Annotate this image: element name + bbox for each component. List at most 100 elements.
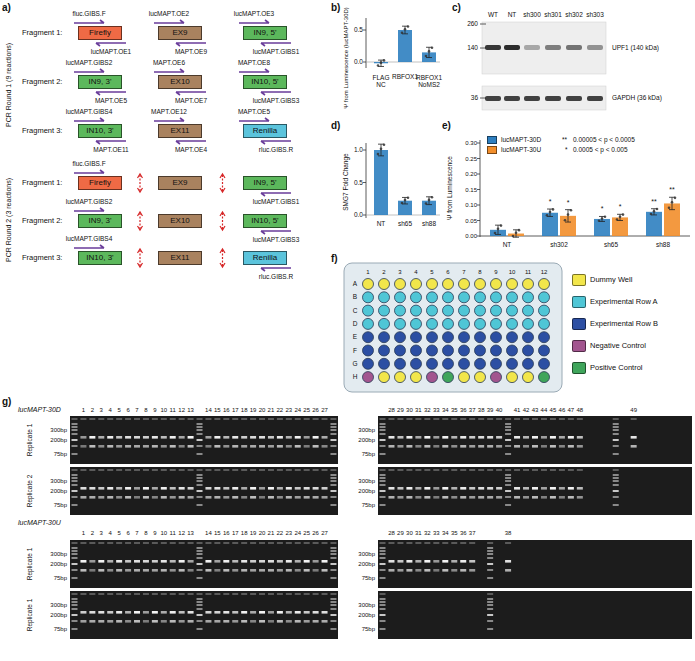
marker-size: 36	[471, 94, 478, 101]
gel-well	[188, 469, 194, 471]
dna-band	[496, 496, 502, 499]
plate-well	[539, 318, 550, 329]
junction-mark	[139, 250, 140, 266]
gel-well	[277, 542, 283, 544]
lane-number: 10	[160, 530, 167, 537]
ladder-band	[505, 423, 511, 425]
ladder-band	[613, 423, 619, 425]
axis-title: Ψ from Luminescence (lucMAPT-30D)	[343, 7, 350, 109]
lane-number: 17	[232, 407, 239, 414]
primer-name: fluc.GIBS.F	[72, 10, 105, 17]
box-label: IN9, 5'	[254, 29, 277, 38]
dna-band	[250, 436, 256, 439]
gel-well	[143, 542, 149, 544]
protein-band	[485, 45, 501, 50]
dna-band	[304, 445, 310, 448]
gel-well	[268, 469, 274, 471]
data-point	[428, 50, 431, 53]
plate-well	[539, 305, 550, 316]
marker-tick	[480, 24, 486, 25]
tick-label: 0.10	[465, 202, 477, 209]
dna-band	[188, 496, 194, 499]
plate-well	[491, 292, 502, 303]
dna-band	[577, 436, 583, 439]
primer-name: rluc.GIBS.R	[259, 146, 293, 153]
plate-well	[395, 318, 406, 329]
gel-well	[313, 593, 319, 595]
dna-band	[98, 487, 104, 490]
ladder-band	[380, 504, 386, 506]
gel-well	[214, 469, 220, 471]
dna-band	[532, 496, 538, 499]
primer-name: lucMAPT.OE2	[149, 10, 189, 17]
lane-number: 1	[82, 530, 85, 537]
gel-well	[170, 593, 176, 595]
category-label: sh65	[604, 241, 618, 248]
dna-band	[250, 620, 256, 623]
significance-star: *	[601, 206, 604, 214]
dna-band	[89, 436, 95, 439]
ladder-band	[72, 553, 78, 555]
size-marker: 300bp	[50, 551, 67, 558]
panel-letter: b)	[331, 2, 340, 13]
lane-number: 29	[397, 530, 404, 537]
dna-band	[125, 569, 131, 572]
gel-well	[487, 542, 493, 544]
dna-band	[188, 436, 194, 439]
dna-band	[205, 436, 211, 439]
significance-star: **	[651, 198, 656, 206]
lane-number: 14	[205, 407, 212, 414]
box-label: IN10, 3'	[86, 127, 113, 136]
lane-number: 20	[259, 530, 266, 537]
dna-band	[577, 496, 583, 499]
gel-well	[451, 542, 457, 544]
ladder-band	[380, 620, 386, 622]
dna-band	[577, 445, 583, 448]
dna-band	[388, 436, 394, 439]
ladder-band	[613, 484, 619, 486]
lane-label: NT	[508, 11, 517, 18]
plate-well	[491, 318, 502, 329]
plate-well	[395, 372, 406, 383]
gel-well	[433, 469, 439, 471]
dna-band	[125, 436, 131, 439]
gel-well	[223, 469, 229, 471]
dna-band	[232, 569, 238, 572]
primer-arrow	[74, 208, 104, 211]
lane-number: 4	[109, 530, 112, 537]
plate-well	[411, 345, 422, 356]
gel-well	[487, 469, 493, 471]
ladder-band	[613, 439, 619, 441]
ladder-band	[380, 474, 386, 476]
dna-band	[478, 445, 484, 448]
gel-well	[406, 418, 412, 420]
primer-arrow	[176, 141, 206, 144]
marker-size: 260	[467, 20, 478, 27]
lane-number: 18	[241, 407, 248, 414]
size-marker: 75bp	[362, 626, 375, 633]
lane-label: sh300	[523, 11, 541, 18]
plate-well	[539, 292, 550, 303]
size-marker: 200bp	[50, 612, 67, 619]
dna-band	[541, 445, 547, 448]
dna-band	[313, 496, 319, 499]
dna-band	[179, 445, 185, 448]
dna-band	[250, 487, 256, 490]
ladder-band	[505, 429, 511, 431]
dna-band	[460, 560, 466, 563]
plate-well	[539, 345, 550, 356]
ladder-band	[72, 547, 78, 549]
dna-band	[277, 560, 283, 563]
dna-band	[286, 569, 292, 572]
protein-band	[545, 96, 561, 101]
lane-number: 31	[415, 407, 422, 414]
ladder-band	[330, 563, 336, 565]
data-point	[598, 219, 601, 222]
ladder-band	[487, 614, 493, 616]
dna-band	[223, 620, 229, 623]
lane-number: 12	[178, 530, 185, 537]
dna-band	[214, 620, 220, 623]
primer-name: MAPT.OE4	[175, 146, 207, 153]
box-label: EX9	[172, 179, 187, 188]
gel-image	[70, 591, 338, 639]
